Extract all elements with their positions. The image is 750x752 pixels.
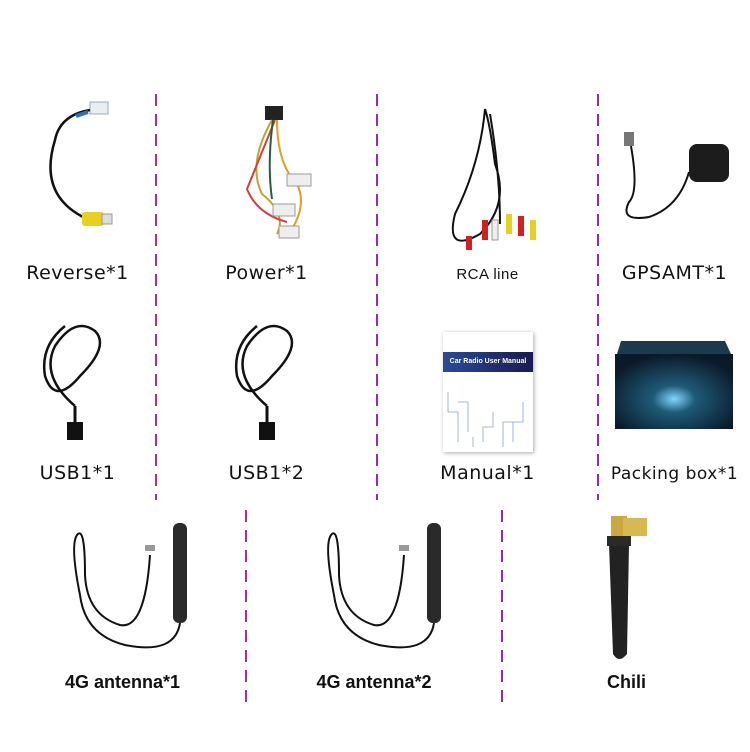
item-reverse-cable: Reverse*1 bbox=[0, 92, 155, 292]
item-power-harness: Power*1 bbox=[157, 92, 376, 292]
reverse-camera-cable-icon bbox=[49, 101, 113, 226]
item-label: Reverse*1 bbox=[26, 262, 129, 284]
item-usb-cable-1: USB1*1 bbox=[0, 296, 155, 496]
usb-cable-icon bbox=[234, 324, 294, 440]
item-label: RCA line bbox=[456, 266, 519, 283]
item-label: Manual*1 bbox=[440, 462, 535, 484]
item-manual: Car Radio User Manual Manual*1 bbox=[378, 296, 597, 496]
divider bbox=[0, 293, 750, 295]
item-label: Packing box*1 bbox=[610, 464, 739, 484]
gps-antenna-icon bbox=[624, 132, 729, 219]
rca-cable-icon bbox=[451, 108, 536, 250]
item-rca-line: RCA line bbox=[378, 92, 597, 292]
divider bbox=[0, 89, 750, 91]
usb-cable-icon bbox=[42, 324, 102, 440]
power-harness-icon bbox=[245, 106, 312, 239]
divider bbox=[597, 94, 599, 500]
manual-icon: Car Radio User Manual bbox=[443, 332, 533, 452]
divider bbox=[0, 498, 750, 500]
item-label: Chili bbox=[607, 672, 646, 692]
circuit-pattern bbox=[447, 392, 524, 447]
item-label: USB1*1 bbox=[39, 462, 116, 484]
item-usb-cable-2: USB1*2 bbox=[157, 296, 376, 496]
item-label: GPSAMT*1 bbox=[621, 262, 728, 284]
4g-antenna-icon bbox=[327, 523, 441, 649]
item-stub-antenna: Chili bbox=[503, 510, 750, 706]
divider bbox=[0, 706, 750, 708]
item-4g-antenna-1: 4G antenna*1 bbox=[0, 510, 245, 706]
divider bbox=[501, 510, 503, 706]
manual-cover-title: Car Radio User Manual bbox=[443, 352, 533, 372]
divider bbox=[376, 94, 378, 500]
item-4g-antenna-2: 4G antenna*2 bbox=[247, 510, 501, 706]
item-label: 4G antenna*1 bbox=[64, 672, 181, 692]
item-gps-antenna: GPSAMT*1 bbox=[599, 92, 750, 292]
item-packing-box: Packing box*1 bbox=[599, 296, 750, 496]
packing-box-icon bbox=[615, 341, 733, 429]
item-label: 4G antenna*2 bbox=[316, 672, 432, 692]
stub-antenna-icon bbox=[607, 516, 647, 659]
divider bbox=[155, 94, 157, 500]
item-label: USB1*2 bbox=[228, 462, 305, 484]
4g-antenna-icon bbox=[73, 523, 187, 649]
item-label: Power*1 bbox=[225, 262, 308, 284]
divider bbox=[245, 510, 247, 706]
